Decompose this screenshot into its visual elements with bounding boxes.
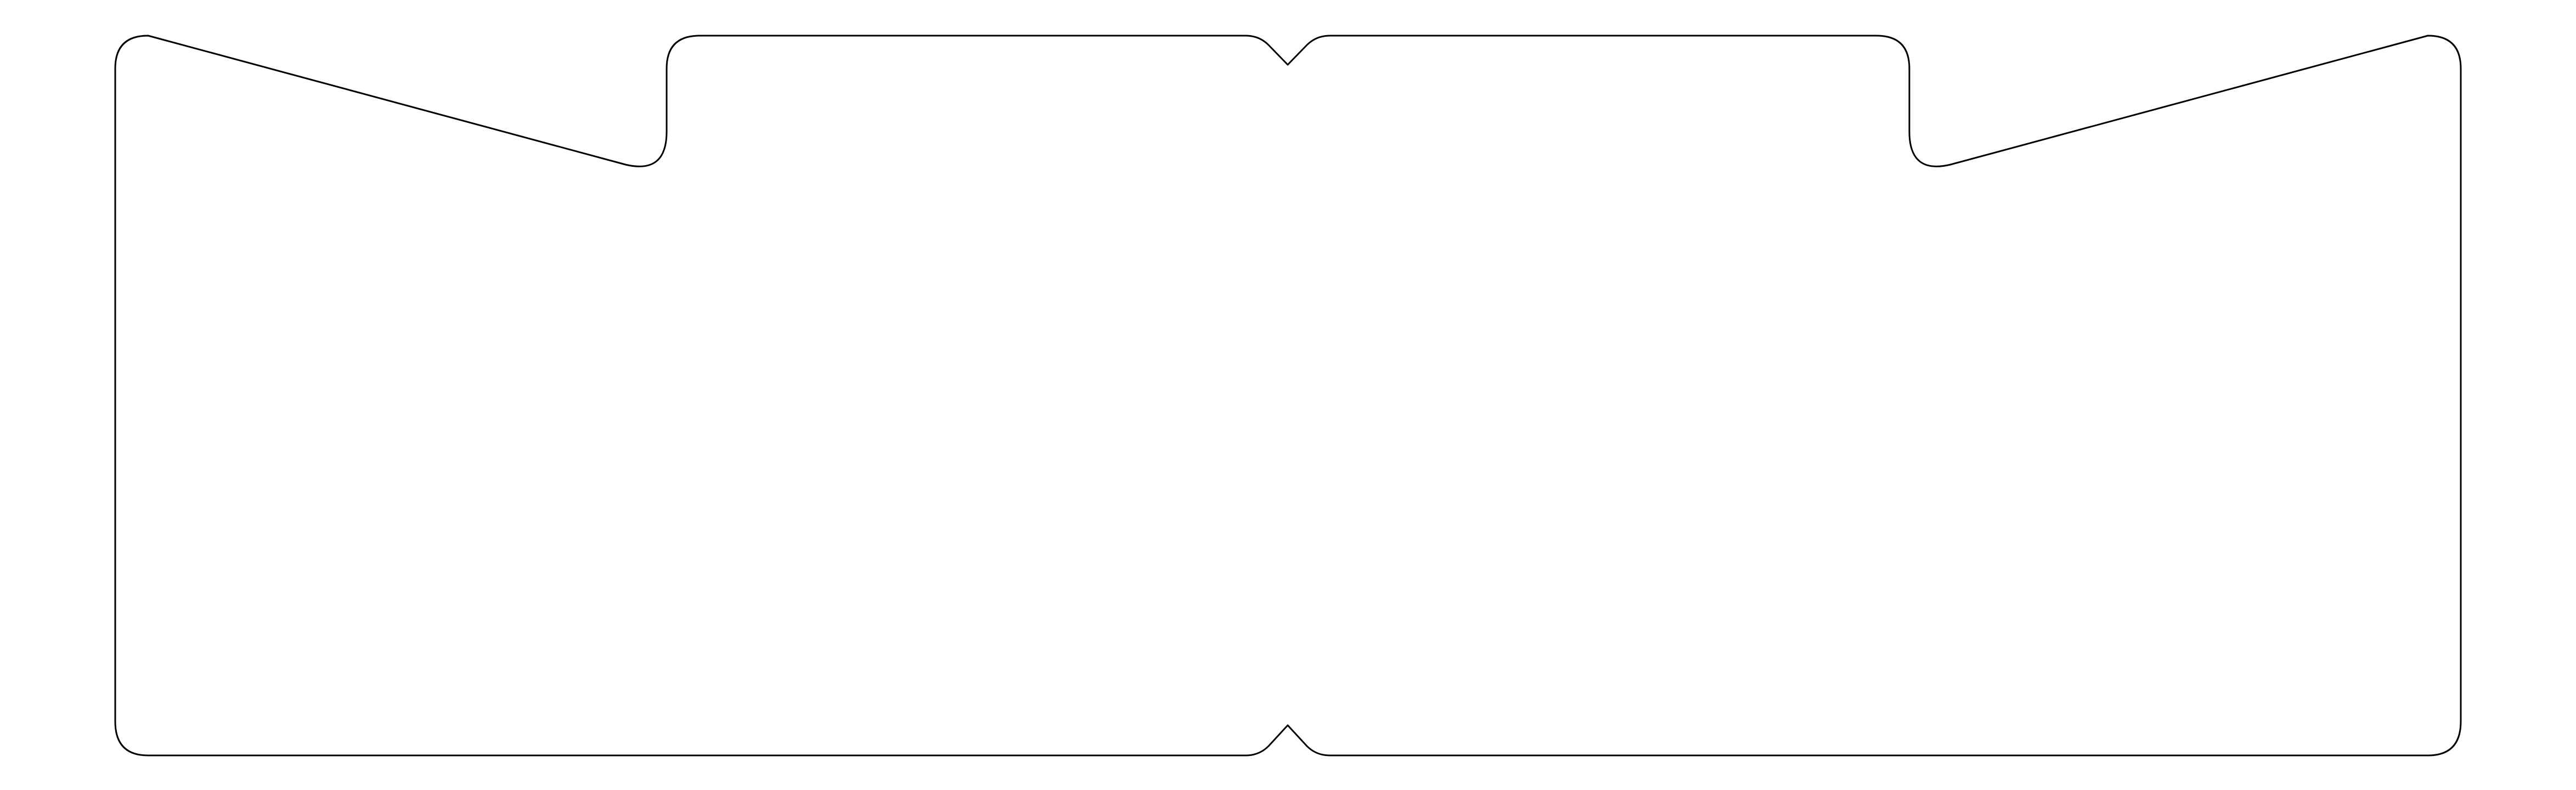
die-cut-outline-shape bbox=[114, 35, 2462, 757]
